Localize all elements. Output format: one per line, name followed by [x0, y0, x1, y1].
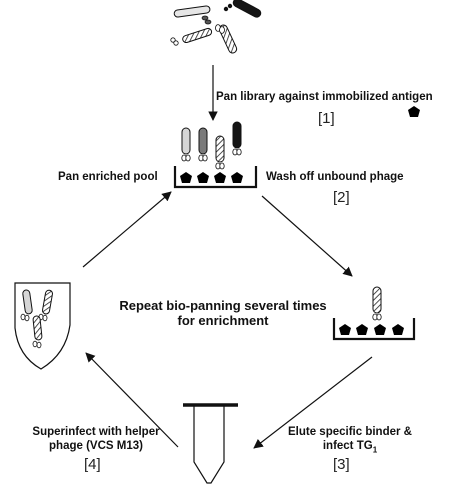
bound-phage-light — [181, 127, 191, 155]
bound-head-3b — [219, 162, 225, 170]
panning-well — [173, 121, 258, 189]
label-elute-line2: infect TG1 — [275, 439, 425, 457]
culture-phage-light — [22, 289, 33, 315]
enrich-well-outline — [332, 318, 416, 341]
bound-phage-mid — [198, 127, 208, 155]
well-outline — [173, 166, 258, 189]
label-repeat: Repeat bio-panning several times for enr… — [112, 298, 334, 328]
enrichment-well — [332, 286, 416, 341]
label-elute-line2-main: infect TG — [322, 440, 373, 452]
enrich-antigen-3 — [374, 324, 386, 335]
library-phage-dark-head-1 — [223, 6, 229, 12]
library-phage-coat-1 — [201, 15, 209, 21]
step3-number: [3] — [333, 456, 350, 473]
bound-phage-dark — [232, 121, 242, 149]
test-tube — [183, 403, 238, 484]
library-phage-light — [173, 5, 211, 18]
culture-head-3a — [32, 340, 38, 348]
label-elute: Elute specific binder & infect TG1 — [275, 425, 425, 457]
culture-head-1b — [24, 314, 30, 322]
library-phage-head-d — [219, 26, 225, 34]
label-pan-enriched: Pan enriched pool — [58, 171, 158, 183]
antigen-3 — [214, 172, 226, 183]
label-elute-line2-sub: 1 — [372, 445, 378, 455]
antigen-legend-icon — [408, 106, 420, 117]
library-phage-head-b — [173, 40, 179, 46]
library-phage-head-a — [170, 37, 176, 43]
label-step2: Wash off unbound phage — [266, 171, 404, 183]
arrow-step5 — [82, 191, 172, 268]
tube-body — [193, 405, 225, 484]
label-repeat-line1: Repeat bio-panning several times — [119, 298, 327, 313]
culture-tube — [14, 282, 71, 370]
culture-head-2b — [42, 314, 48, 322]
enrich-antigen-2 — [356, 324, 368, 335]
arrow-step2 — [261, 195, 353, 277]
library-phage-coat-2 — [204, 19, 212, 25]
step2-number: [2] — [333, 189, 350, 206]
step4-number: [4] — [84, 456, 101, 473]
library-phage-hatched-1 — [182, 27, 213, 44]
antigen-1 — [180, 172, 192, 183]
antigen-2 — [197, 172, 209, 183]
antigen-4 — [231, 172, 243, 183]
arrow-step3 — [253, 356, 373, 449]
bound-head-1b — [185, 154, 191, 162]
culture-head-3b — [36, 341, 42, 349]
enrich-antigen-1 — [339, 324, 351, 335]
enrich-antigen-4 — [392, 324, 404, 335]
culture-phage-hatched-2 — [32, 315, 43, 341]
label-superinfect-line2: phage (VCS M13) — [49, 440, 143, 452]
label-superinfect: Superinfect with helper phage (VCS M13) — [20, 425, 172, 453]
label-repeat-line2: for enrichment — [177, 313, 269, 328]
library-phage-dark-head-2 — [227, 3, 233, 9]
bound-head-4b — [236, 148, 242, 156]
label-superinfect-line1: Superinfect with helper — [32, 426, 160, 438]
step1-number: [1] — [318, 110, 335, 127]
enrich-head-b — [376, 313, 382, 321]
bound-head-2b — [202, 154, 208, 162]
label-elute-line1: Elute specific binder & — [288, 426, 412, 438]
arrow-step4 — [85, 352, 179, 448]
library-phage-dark — [232, 0, 262, 18]
culture-phage-hatched-1 — [42, 289, 53, 315]
phage-library-cluster — [170, 0, 262, 54]
label-step1: Pan library against immobilized antigen — [216, 91, 433, 103]
enrich-phage-hatched — [372, 286, 382, 314]
culture-head-1a — [20, 313, 26, 321]
bound-phage-hatched — [215, 135, 225, 163]
